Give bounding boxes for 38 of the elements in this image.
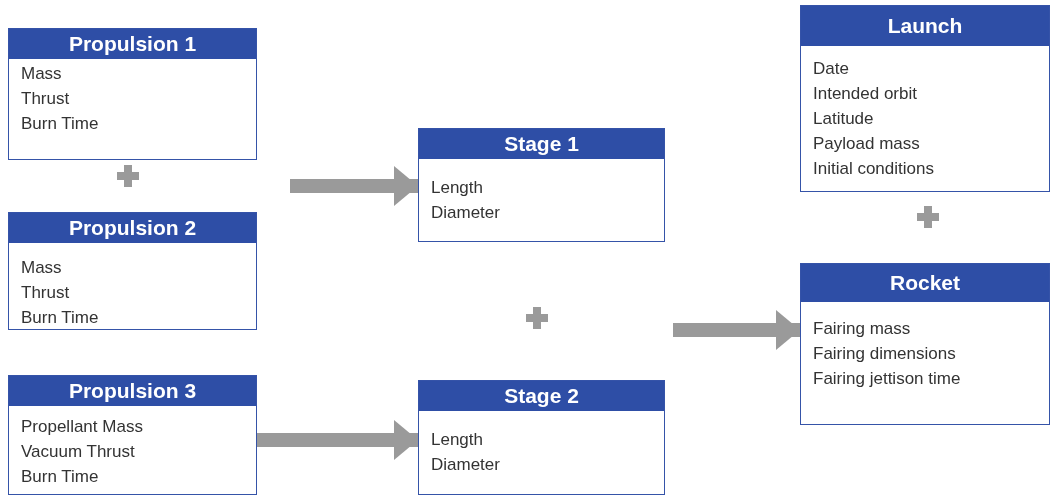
card-heading: Stage 2 <box>419 381 664 411</box>
list-item: Fairing dimensions <box>812 343 957 365</box>
block-arrow <box>673 310 800 350</box>
block-arrow <box>290 166 418 206</box>
list-item: Fairing mass <box>812 318 912 340</box>
list-item: Payload mass <box>812 133 921 155</box>
card-heading: Stage 1 <box>419 129 664 159</box>
list-item: Mass <box>20 63 63 85</box>
info-card <box>418 380 665 495</box>
list-item: Vacuum Thrust <box>20 441 136 463</box>
card-heading: Propulsion 2 <box>9 213 256 243</box>
info-card <box>418 128 665 242</box>
card-heading: Launch <box>801 6 1049 46</box>
list-item: Burn Time <box>20 113 100 135</box>
list-item: Fairing jettison time <box>812 368 962 390</box>
list-item: Propellant Mass <box>20 416 144 438</box>
list-item: Date <box>812 58 850 80</box>
list-item: Burn Time <box>20 307 100 329</box>
info-card <box>800 263 1050 425</box>
list-item: Length <box>430 429 484 451</box>
list-item: Diameter <box>430 454 501 476</box>
list-item: Burn Time <box>20 466 100 488</box>
block-arrow <box>257 420 418 460</box>
card-heading: Propulsion 1 <box>9 29 256 59</box>
list-item: Length <box>430 177 484 199</box>
list-item: Thrust <box>20 282 71 304</box>
list-item: Mass <box>20 257 63 279</box>
list-item: Intended orbit <box>812 83 918 105</box>
list-item: Diameter <box>430 202 501 224</box>
info-card <box>8 212 257 330</box>
card-heading: Rocket <box>801 264 1049 302</box>
list-item: Initial conditions <box>812 158 935 180</box>
list-item: Latitude <box>812 108 875 130</box>
info-card <box>8 375 257 495</box>
list-item: Thrust <box>20 88 71 110</box>
info-card <box>8 28 257 160</box>
card-heading: Propulsion 3 <box>9 376 256 406</box>
info-card <box>800 5 1050 192</box>
